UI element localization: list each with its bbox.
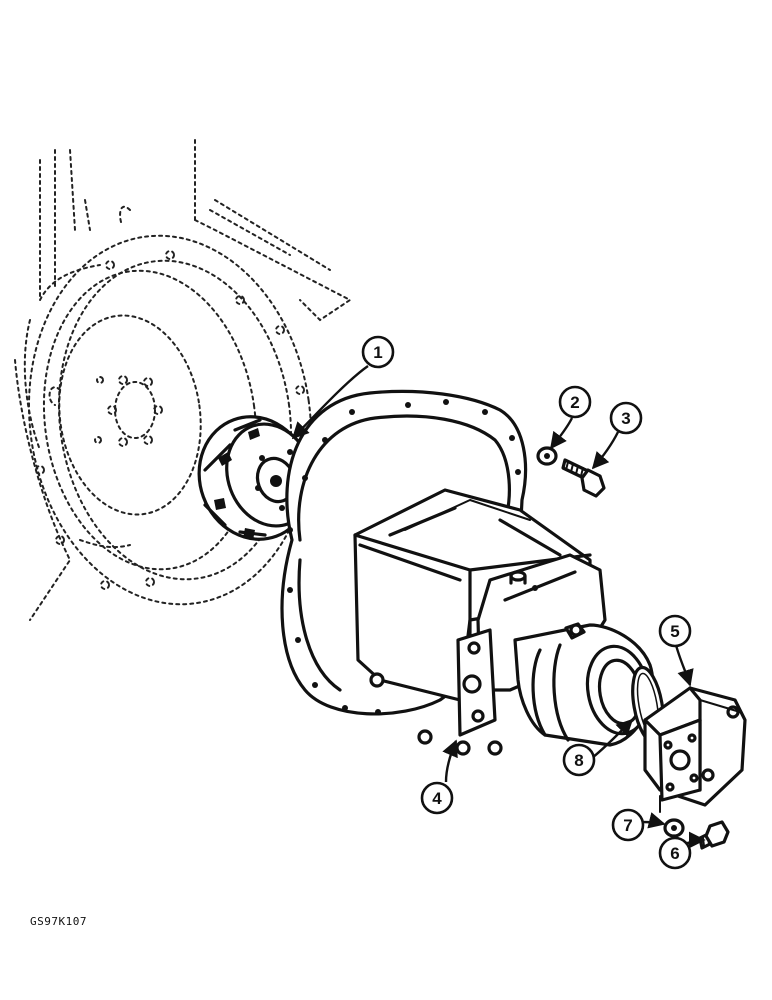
part-3-bolt bbox=[561, 458, 606, 498]
callout-6: 6 bbox=[658, 836, 692, 870]
callout-7-label: 7 bbox=[623, 816, 632, 835]
callout-8: 8 bbox=[562, 743, 596, 777]
part-6-capscrew bbox=[698, 820, 730, 850]
callout-2: 2 bbox=[558, 385, 592, 419]
engine-flywheel-housing bbox=[14, 139, 352, 621]
callout-4: 4 bbox=[420, 781, 454, 815]
callout-2-label: 2 bbox=[570, 393, 579, 412]
callout-1-label: 1 bbox=[373, 343, 382, 362]
callout-5: 5 bbox=[658, 614, 692, 648]
part-2-washer bbox=[536, 446, 558, 466]
figure-code: GS97K107 bbox=[30, 915, 87, 928]
callout-1: 1 bbox=[361, 335, 395, 369]
callout-8-label: 8 bbox=[574, 751, 583, 770]
part-4-drive-housing bbox=[280, 389, 655, 756]
callout-3-label: 3 bbox=[621, 409, 630, 428]
callout-4-label: 4 bbox=[432, 789, 442, 808]
callout-3: 3 bbox=[609, 401, 643, 435]
callout-7: 7 bbox=[611, 808, 645, 842]
part-5-hydraulic-pump bbox=[643, 686, 747, 807]
callout-5-label: 5 bbox=[670, 622, 679, 641]
callout-group: 1 2 3 4 5 6 7 8 bbox=[291, 335, 706, 870]
part-7-washer bbox=[659, 795, 685, 838]
callout-6-label: 6 bbox=[670, 844, 679, 863]
